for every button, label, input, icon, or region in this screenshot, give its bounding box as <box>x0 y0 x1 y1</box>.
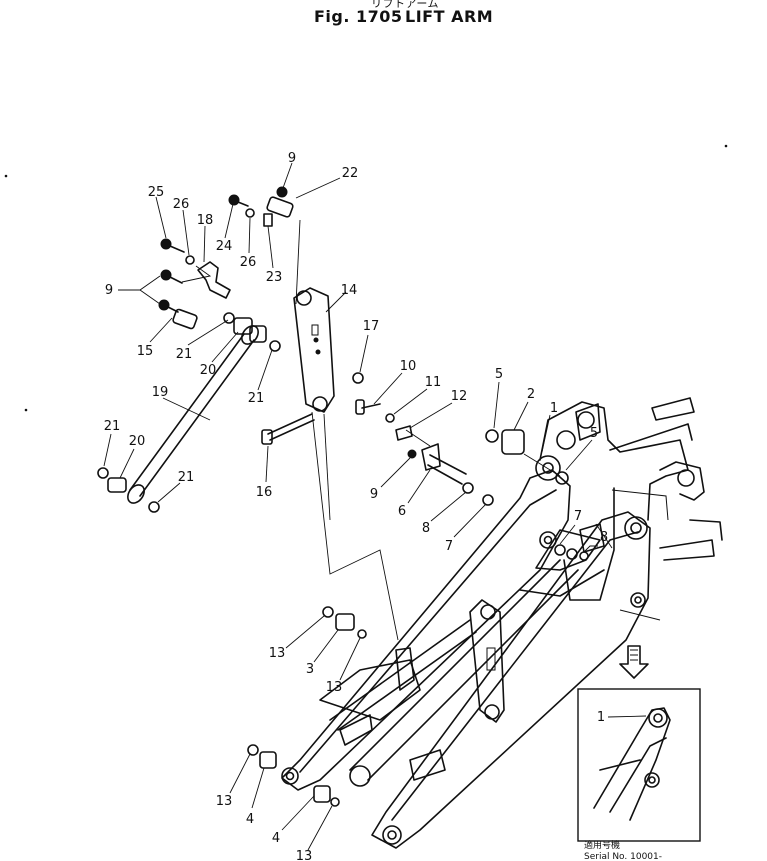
callout-20: 20 <box>129 434 146 449</box>
callout-7: 7 <box>445 539 453 554</box>
title-japanese: リフトアーム <box>371 0 439 10</box>
callout-17: 17 <box>363 319 380 334</box>
callout-5: 5 <box>590 426 598 441</box>
callout-26: 26 <box>240 255 257 270</box>
callout-26: 26 <box>173 197 190 212</box>
callout-14: 14 <box>341 283 358 298</box>
callout-5: 5 <box>495 367 503 382</box>
callout-21: 21 <box>176 347 193 362</box>
callout-23: 23 <box>266 270 283 285</box>
callout-18: 18 <box>197 213 214 228</box>
inset-serial-number: Serial No. 10001- <box>584 852 662 861</box>
exploded-parts <box>97 186 613 807</box>
figure-number: Fig. 1705 <box>314 7 403 26</box>
callout-10: 10 <box>400 359 417 374</box>
callout-16: 16 <box>256 485 273 500</box>
speck <box>24 408 28 412</box>
callout-6: 6 <box>398 504 406 519</box>
lift-arm-assembly <box>281 397 723 849</box>
callout-21: 21 <box>178 470 195 485</box>
callout-13: 13 <box>216 794 233 809</box>
callout-20: 20 <box>200 363 217 378</box>
callout-4: 4 <box>246 812 254 827</box>
callout-11: 11 <box>425 375 442 390</box>
callout-13: 13 <box>269 646 286 661</box>
speck <box>4 174 8 178</box>
callout-12: 12 <box>451 389 468 404</box>
callout-1: 1 <box>550 401 558 416</box>
inset-applicable-label: 適用号機 <box>584 839 620 851</box>
inset-callout-1: 1 <box>597 710 605 725</box>
callout-4: 4 <box>272 831 280 846</box>
callout-9: 9 <box>288 151 296 166</box>
inset-frame <box>577 688 701 842</box>
callout-13: 13 <box>296 849 313 861</box>
callout-labels: 9 22 25 26 18 24 26 23 9 14 15 21 20 21 … <box>104 151 608 861</box>
callout-24: 24 <box>216 239 233 254</box>
callout-21: 21 <box>104 419 121 434</box>
callout-7: 7 <box>574 509 582 524</box>
inset-detail: 適用号機 Serial No. 10001- <box>577 688 701 861</box>
callout-25: 25 <box>148 185 165 200</box>
callout-21: 21 <box>248 391 265 406</box>
leader-lines <box>103 162 647 851</box>
callout-22: 22 <box>342 166 359 181</box>
callout-3: 3 <box>306 662 314 677</box>
callout-2: 2 <box>527 387 535 402</box>
figure-name: LIFT ARM <box>405 7 493 26</box>
callout-8: 8 <box>600 530 608 545</box>
callout-13: 13 <box>326 680 343 695</box>
speck <box>724 144 728 148</box>
callout-8: 8 <box>422 521 430 536</box>
callout-9: 9 <box>370 487 378 502</box>
callout-15: 15 <box>137 344 154 359</box>
callout-9: 9 <box>105 283 113 298</box>
callout-19: 19 <box>152 385 169 400</box>
